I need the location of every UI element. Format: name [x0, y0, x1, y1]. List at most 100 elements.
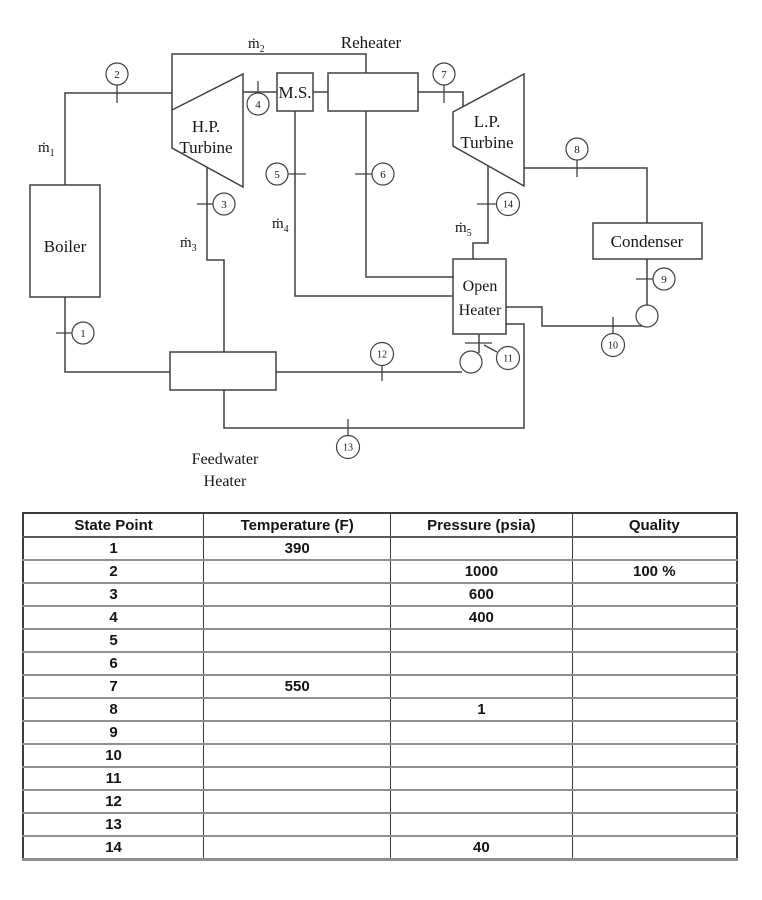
svg-text:9: 9 [661, 274, 667, 286]
cell-quality [571, 812, 738, 837]
cell-state: 1 [22, 536, 205, 561]
moisture-separator-box [276, 72, 314, 112]
hp-turbine-shape [171, 72, 244, 189]
svg-text:8: 8 [574, 144, 580, 156]
pipe-reheater-drain [365, 111, 453, 278]
table-row: 5 [22, 628, 738, 653]
feedwater-heater-label-line1: Feedwater [192, 451, 259, 468]
state-point-8: 8 [565, 137, 589, 161]
svg-text:4: 4 [255, 99, 261, 111]
cell-temperature [203, 605, 392, 630]
cell-temperature [203, 651, 392, 676]
feedwater-heater-box [169, 351, 277, 391]
svg-text:2: 2 [114, 69, 120, 81]
cell-quality [571, 766, 738, 791]
feedwater-heater-label-line2: Heater [204, 473, 247, 490]
cell-state: 2 [22, 559, 205, 584]
cell-temperature [203, 835, 392, 861]
cell-pressure [390, 720, 573, 745]
leader-11 [483, 344, 498, 353]
pipe-reheater-to-lp [418, 91, 464, 107]
cell-pressure [390, 766, 573, 791]
cell-quality [571, 835, 738, 861]
cell-quality [571, 536, 738, 561]
pipe-ms-drain [294, 111, 453, 297]
cell-pressure [390, 812, 573, 837]
cell-state: 8 [22, 697, 205, 722]
cell-temperature: 390 [203, 536, 392, 561]
table-row: 10 [22, 743, 738, 768]
state-point-table: State Point Temperature (F) Pressure (ps… [22, 512, 738, 861]
state-point-4: 4 [246, 92, 270, 116]
cycle-diagram: 1 2 3 4 5 6 7 8 9 10 11 12 13 14 Boiler … [29, 33, 703, 490]
boiler-label: Boiler [44, 237, 87, 256]
table-row: 6 [22, 651, 738, 676]
cell-temperature [203, 720, 392, 745]
moisture-separator-label: M.S. [278, 83, 311, 102]
table-row: 13 [22, 812, 738, 837]
cell-temperature: 550 [203, 674, 392, 699]
cell-temperature [203, 789, 392, 814]
state-point-10: 10 [600, 332, 626, 358]
table-row: 12 [22, 789, 738, 814]
state-point-3: 3 [212, 192, 236, 216]
header-state-point: State Point [22, 512, 205, 538]
cell-temperature [203, 697, 392, 722]
cell-state: 12 [22, 789, 205, 814]
cell-pressure [390, 536, 573, 561]
svg-text:10: 10 [608, 341, 618, 352]
condenser-label: Condenser [611, 232, 684, 251]
cell-state: 14 [22, 835, 205, 861]
open-heater-label-line2: Heater [459, 302, 502, 319]
cell-quality [571, 743, 738, 768]
boiler-box [29, 184, 101, 298]
svg-text:13: 13 [343, 443, 353, 454]
table-row: 11 [22, 766, 738, 791]
cell-temperature [203, 582, 392, 607]
svg-text:5: 5 [274, 169, 280, 181]
svg-text:1: 1 [80, 328, 86, 340]
pipe-hp-extraction [206, 167, 225, 352]
cell-quality [571, 628, 738, 653]
cell-state: 7 [22, 674, 205, 699]
lp-turbine-shape [452, 72, 525, 188]
cell-pressure [390, 743, 573, 768]
lp-turbine-label-line2: Turbine [460, 133, 513, 152]
pipe-condensate-to-open-heater [506, 306, 642, 327]
open-heater-label-line1: Open [463, 278, 498, 295]
cell-quality: 100 % [571, 559, 738, 584]
header-quality: Quality [571, 512, 738, 538]
flow-label-m5: ṁ5 [455, 220, 472, 239]
state-point-9: 9 [652, 267, 676, 291]
cell-quality [571, 582, 738, 607]
pipe-lp-extraction [472, 166, 489, 259]
svg-text:3: 3 [221, 199, 227, 211]
open-heater-box [452, 258, 507, 335]
pipe-open-heater-drain-loop [223, 323, 525, 429]
svg-text:14: 14 [503, 200, 513, 211]
cell-temperature [203, 559, 392, 584]
cell-temperature [203, 766, 392, 791]
cell-pressure [390, 651, 573, 676]
pipe-lp-exhaust-to-condenser [524, 167, 648, 223]
state-point-13: 13 [335, 434, 361, 460]
svg-text:6: 6 [380, 169, 386, 181]
state-point-table-wrapper: State Point Temperature (F) Pressure (ps… [22, 512, 738, 861]
svg-text:7: 7 [441, 69, 447, 81]
cell-quality [571, 605, 738, 630]
table-row: 9 [22, 720, 738, 745]
cell-pressure: 1000 [390, 559, 573, 584]
cell-state: 6 [22, 651, 205, 676]
state-point-6: 6 [371, 162, 395, 186]
cell-state: 10 [22, 743, 205, 768]
state-point-2: 2 [105, 62, 129, 86]
cell-temperature [203, 628, 392, 653]
state-point-7: 7 [432, 62, 456, 86]
lp-turbine-label-line1: L.P. [474, 112, 500, 131]
